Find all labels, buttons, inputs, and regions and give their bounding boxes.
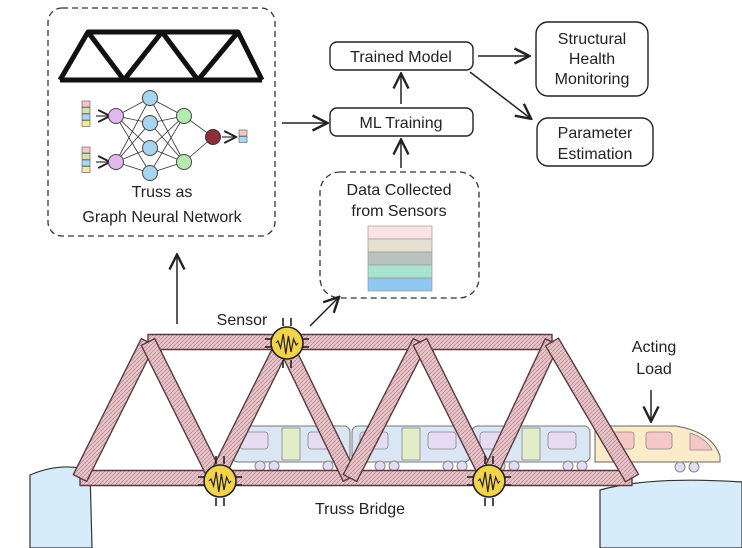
sensor-label: Sensor (217, 312, 268, 329)
ml-training-box: ML Training (329, 107, 474, 137)
input-vector-cell (81, 153, 91, 160)
output-vector-cell (238, 129, 248, 137)
train-door (401, 427, 421, 461)
trained-model-box: Trained Model (329, 41, 474, 71)
train-wheel (562, 460, 574, 472)
shm-line3: Monitoring (555, 71, 630, 88)
data-layer (367, 225, 433, 240)
train-window (547, 431, 577, 450)
train-wheel (388, 460, 400, 472)
input-vector-cell (81, 146, 91, 154)
water (29, 466, 742, 548)
nn-node (108, 108, 124, 124)
truss-member (140, 337, 224, 483)
arrow-model-to-param (469, 71, 530, 118)
truss-member (147, 333, 553, 351)
acting-load-line1: Acting (632, 339, 676, 356)
input-vector-cell (81, 113, 91, 121)
train-wheel (456, 460, 468, 472)
data-line1: Data Collected (347, 182, 452, 199)
arrow-sensor-to-data (309, 298, 338, 327)
sensor-icon (198, 456, 242, 506)
shm-line2: Health (569, 51, 615, 68)
shm-box: Structural Health Monitoring (535, 21, 649, 97)
neural-network-icon (81, 90, 248, 181)
truss-member (342, 337, 428, 483)
data-layer (367, 251, 433, 266)
input-vector-cell (81, 100, 91, 108)
ml-training-label: ML Training (360, 115, 443, 132)
train-wheel (442, 460, 454, 472)
input-vector-cell (81, 120, 91, 127)
train-door (521, 427, 541, 461)
input-vector-cell (81, 166, 91, 173)
sensor-icon (265, 318, 309, 368)
truss-member (72, 337, 156, 483)
param-estimation-box: Parameter Estimation (536, 117, 654, 167)
shm-line1: Structural (558, 31, 626, 48)
gnn-box-border (47, 7, 276, 237)
train-wheel (576, 460, 588, 472)
train-wheel (508, 460, 520, 472)
data-layer (367, 264, 433, 279)
train-wheel (322, 460, 334, 472)
nn-node (142, 90, 158, 106)
truss-bridge (72, 333, 640, 487)
data-line2: from Sensors (351, 203, 446, 220)
train-door (281, 427, 301, 461)
data-layer (367, 238, 433, 253)
sensors (198, 318, 511, 506)
input-vector-cell (81, 107, 91, 114)
trained-model-label: Trained Model (350, 49, 452, 66)
train-wheel (268, 460, 280, 472)
nn-node (176, 154, 192, 170)
train-wheel (254, 460, 266, 472)
param-line1: Parameter (558, 125, 633, 142)
output-vector-cell (238, 136, 248, 143)
flow-arrows (177, 56, 651, 420)
param-line2: Estimation (558, 146, 633, 163)
sensor-icon (467, 456, 511, 506)
gnn-title-line1: Truss as (132, 184, 193, 201)
truss-icon (57, 29, 265, 83)
gnn-box: Truss as Graph Neural Network (47, 7, 276, 237)
gnn-title-line2: Graph Neural Network (82, 209, 242, 226)
train-window (427, 431, 457, 450)
nn-node (176, 108, 192, 124)
data-collected-box: Data Collected from Sensors (319, 171, 480, 299)
nn-node (108, 154, 124, 170)
truss-bridge-label: Truss Bridge (315, 501, 405, 518)
nn-node (142, 140, 158, 156)
train-wheel (374, 460, 386, 472)
nn-output-node (205, 129, 221, 145)
acting-load-line2: Load (636, 361, 672, 378)
truss-member (544, 337, 640, 483)
input-vector-cell (81, 159, 91, 167)
nn-node (142, 165, 158, 181)
data-layer (367, 277, 433, 292)
data-stack-icon (367, 225, 433, 292)
nn-node (142, 115, 158, 131)
